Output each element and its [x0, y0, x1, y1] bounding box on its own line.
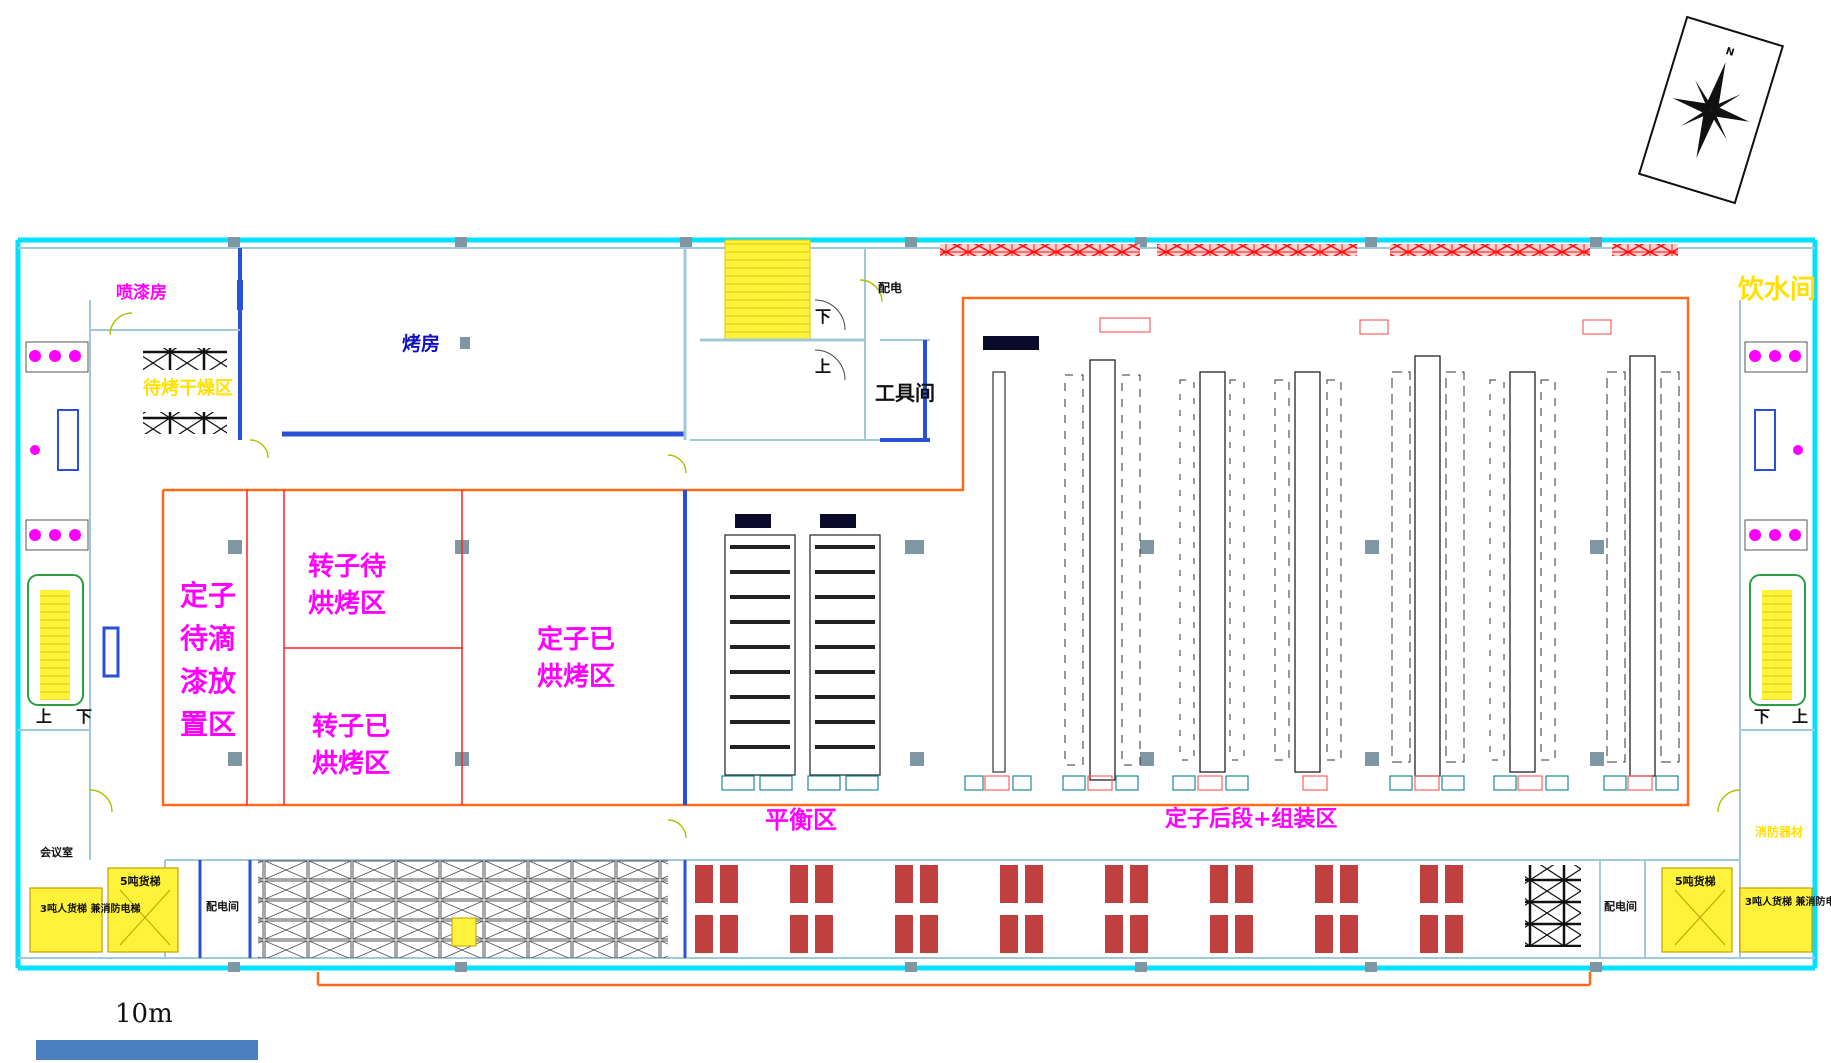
- elevator-small-right-label: 5吨货梯: [1675, 874, 1716, 888]
- red-subzones: [246, 490, 463, 805]
- side-stairs: [18, 574, 1815, 731]
- right-stairs-down-label: 下: [1754, 707, 1770, 726]
- paint-room-label: 喷漆房: [116, 282, 167, 303]
- stator-wait-label-1: 定子: [180, 579, 236, 612]
- top-left-rooms: [90, 248, 687, 440]
- assembly-lines: [964, 317, 1680, 791]
- stairs-down-label: 下: [815, 307, 831, 326]
- elevators: [29, 867, 1813, 953]
- meeting-room-label: 会议室: [40, 845, 73, 859]
- scale-label: 10m: [115, 999, 173, 1029]
- elevator-crosses: [119, 889, 1726, 946]
- stator-wait-label-3: 漆放: [180, 665, 237, 698]
- small-room-label: 配电: [878, 280, 902, 295]
- bottom-storage: [198, 860, 1646, 958]
- elevator-big-left-label: 3吨人货梯 兼消防电梯: [40, 902, 140, 915]
- north-arrow-compass: N: [1637, 15, 1785, 205]
- inner-thin-walls: [18, 247, 1815, 959]
- elevator-big-right-label: 3吨人货梯 兼消防电梯: [1745, 895, 1831, 908]
- tool-room: [880, 339, 930, 442]
- left-stairs-up-label: 上: [36, 707, 52, 726]
- balance-area-label: 平衡区: [765, 806, 837, 834]
- top-staircase: [690, 239, 880, 441]
- left-stairs-down-label: 下: [76, 707, 92, 726]
- right-stairs-up-label: 上: [1792, 707, 1808, 726]
- stator-wait-label-2: 待滴: [180, 622, 236, 655]
- door-swings: [89, 279, 1741, 839]
- water-room-label: 饮水间: [1737, 275, 1816, 305]
- rotor-done-label-2: 烘烤区: [312, 749, 390, 779]
- balance-machines: [721, 514, 881, 791]
- electric-room-right-label: 配电间: [1604, 899, 1637, 913]
- stator-wait-label-4: 置区: [180, 708, 236, 741]
- drying-waiting-label: 待烤干燥区: [143, 377, 233, 399]
- elevator-small-left-label: 5吨货梯: [120, 874, 161, 888]
- restroom-partitions: [25, 341, 1808, 551]
- scale-bar: [36, 1040, 258, 1060]
- electric-room-left-label: 配电间: [206, 899, 239, 913]
- stator-done-label-1: 定子已: [537, 624, 615, 655]
- rotor-wait-label-2: 烘烤区: [308, 589, 386, 619]
- oven-label: 烤房: [402, 332, 440, 355]
- right-note-label: 消防器材: [1755, 824, 1803, 839]
- drying-racks: [143, 348, 227, 434]
- columns: [228, 237, 1604, 972]
- stairs-up-label: 上: [815, 357, 831, 376]
- outer-walls: [15, 237, 1818, 971]
- restroom-fixtures: [29, 350, 1803, 541]
- production-zone-outline: [161, 296, 1690, 987]
- north-label: N: [1724, 46, 1735, 59]
- stator-done-label-2: 烘烤区: [537, 662, 615, 692]
- tool-room-label: 工具间: [875, 381, 935, 405]
- rotor-wait-label-1: 转子待: [308, 552, 386, 582]
- assembly-area-label: 定子后段+组装区: [1165, 806, 1337, 832]
- top-red-racks: [940, 244, 1678, 256]
- rotor-done-label-1: 转子已: [312, 712, 390, 742]
